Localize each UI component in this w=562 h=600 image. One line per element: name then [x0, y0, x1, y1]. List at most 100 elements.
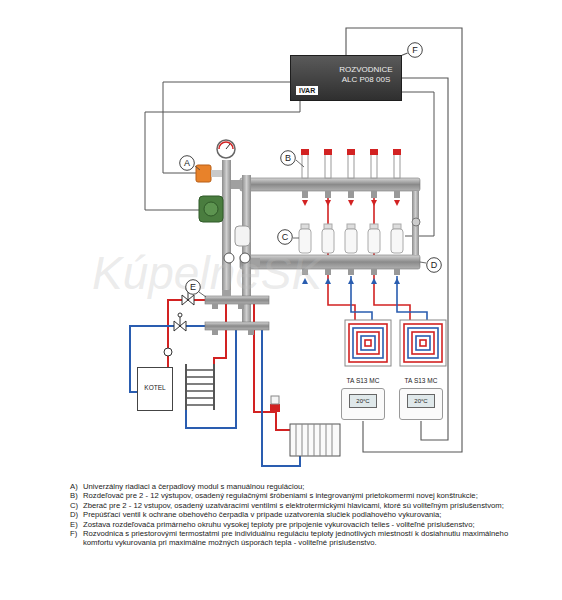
pump-module — [219, 142, 233, 149]
boiler-pipe — [186, 330, 236, 428]
floor-loop — [420, 340, 426, 346]
note-key: C) — [70, 501, 83, 510]
callout-circle: C — [277, 229, 293, 245]
secondary-manifold — [212, 330, 218, 335]
floor-loop — [353, 328, 383, 358]
note-row: A)Univerzálny riadiaci a čerpadlový modu… — [70, 482, 540, 491]
floor-loop — [416, 336, 430, 350]
callout-circle: A — [179, 155, 195, 171]
note-text: Zostava rozdeľovača primárneho okruhu vy… — [83, 520, 540, 529]
floor-loop — [345, 320, 391, 366]
pump-module — [217, 140, 235, 158]
callout-letter: D — [426, 257, 442, 273]
bypass-valve — [412, 218, 420, 226]
manifold — [345, 224, 357, 284]
towel-radiator — [186, 364, 214, 410]
floor-heating-pipe — [397, 276, 427, 320]
leader-line — [195, 166, 200, 170]
towel-radiator — [186, 383, 214, 385]
note-key: E) — [70, 520, 83, 529]
note-key: D) — [70, 510, 83, 519]
manifold — [368, 224, 380, 284]
shutoff-valve — [180, 317, 181, 326]
thermostat-display: 20°C — [407, 394, 435, 408]
leader-line — [420, 262, 426, 263]
towel-radiator — [186, 397, 214, 399]
towel-radiator — [213, 364, 215, 410]
callout-circle: D — [426, 257, 442, 273]
room-thermostat: 20°CTA S13 MC — [339, 377, 387, 421]
callout-circle: E — [185, 279, 201, 295]
floor-loop — [349, 324, 387, 362]
note-key: B) — [70, 491, 83, 500]
panel-radiator — [270, 396, 340, 456]
thermostat-model: TA S13 MC — [335, 377, 391, 385]
boiler-box: KOTEL — [137, 367, 173, 411]
towel-radiator — [185, 364, 187, 410]
pump-module — [211, 170, 222, 177]
floor-loop — [400, 320, 446, 366]
panel-radiator — [271, 396, 279, 404]
callout-circle: F — [407, 42, 423, 58]
manifold — [391, 224, 403, 284]
control-wire — [145, 82, 434, 236]
floor-loop — [404, 324, 442, 362]
floor-loop — [412, 332, 434, 354]
floor-loop — [345, 320, 391, 366]
pump-module — [196, 165, 211, 182]
shutoff-valve — [178, 313, 182, 317]
floor-loop — [400, 320, 446, 366]
callout-outline — [281, 151, 296, 166]
towel-radiator — [186, 390, 214, 392]
callout-letter: C — [277, 229, 293, 245]
pump-module — [226, 144, 230, 149]
manifold — [347, 149, 355, 206]
secondary-manifold — [212, 304, 218, 309]
note-row: E)Zostava rozdeľovača primárneho okruhu … — [70, 520, 540, 529]
manifold — [301, 149, 309, 206]
note-row: C)Zberač pre 2 - 12 vstupov, osadený uza… — [70, 501, 540, 510]
secondary-manifold — [205, 322, 269, 330]
panel-radiator — [290, 424, 340, 456]
legend-notes: A)Univerzálny riadiaci a čerpadlový modu… — [70, 482, 540, 548]
note-text: Rozvodnica s priestorovými termostatmi p… — [83, 529, 540, 548]
shutoff-valve — [164, 348, 172, 356]
floor-loop — [361, 336, 375, 350]
control-wire — [163, 82, 290, 173]
manifold — [240, 178, 420, 191]
panel-radiator — [296, 424, 332, 456]
callout-letter: B — [280, 150, 296, 166]
leader-line — [293, 238, 299, 239]
watermark: KúpelneSK — [92, 246, 322, 300]
callout-letter: A — [179, 155, 195, 171]
callout-outline — [278, 230, 293, 245]
boiler-pipe — [168, 300, 205, 367]
callout-letter: E — [185, 279, 201, 295]
callout-circle: B — [280, 150, 296, 166]
bypass-valve — [412, 191, 420, 255]
wire-connector — [402, 53, 408, 55]
manifold — [393, 149, 401, 206]
note-key: F) — [70, 529, 83, 548]
note-text: Rozdeľovač pre 2 - 12 výstupov, osadený … — [83, 491, 540, 500]
secondary-manifold — [238, 304, 244, 309]
thermostat-body: 20°C — [399, 388, 443, 420]
bypass-valve — [412, 191, 419, 255]
manifold — [370, 149, 378, 206]
floor-loop — [365, 340, 371, 346]
floor-loop — [408, 328, 438, 358]
panel-radiator — [270, 404, 280, 412]
pump-module — [231, 180, 242, 189]
towel-radiator — [186, 376, 214, 378]
secondary-manifold — [248, 330, 254, 335]
callout-outline — [408, 43, 423, 58]
wire-connector — [402, 78, 448, 440]
towel-radiator — [186, 404, 214, 406]
brand-logo: IVAR — [296, 86, 318, 95]
towel-radiator — [186, 369, 214, 371]
pump-module — [204, 202, 218, 216]
pump-module — [199, 196, 223, 222]
